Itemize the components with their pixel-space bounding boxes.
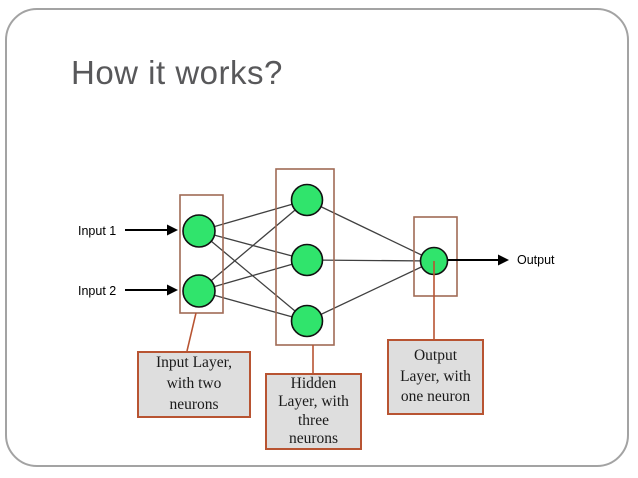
output-layer-rect bbox=[413, 216, 458, 297]
callout-input-line-1: Input Layer, bbox=[156, 354, 232, 372]
hidden-layer-rect bbox=[275, 168, 335, 346]
input-callout-connector bbox=[186, 312, 197, 352]
hidden-neuron-2 bbox=[290, 243, 324, 277]
input-neuron-1 bbox=[182, 214, 216, 248]
callout-hidden-line-3: three bbox=[298, 411, 329, 429]
connection-i2-h3 bbox=[198, 290, 308, 322]
hidden-neuron-3 bbox=[290, 304, 324, 338]
connection-i2-h2 bbox=[198, 259, 308, 292]
callout-output-line-3: one neuron bbox=[400, 388, 471, 406]
connection-h1-o1 bbox=[306, 199, 435, 262]
callout-hidden-line-1: Hidden bbox=[290, 374, 337, 392]
callout-hidden-line-2: Layer, with bbox=[278, 393, 349, 411]
connection-i1-h1 bbox=[198, 199, 308, 232]
input-2-label: Input 2 bbox=[78, 284, 116, 298]
callout-hidden-layer: Hidden Layer, with three neurons bbox=[265, 373, 362, 450]
input-1-arrowhead-icon bbox=[167, 224, 178, 236]
callout-output-layer: Output Layer, with one neuron bbox=[387, 339, 484, 415]
callout-output-line-2: Layer, with bbox=[400, 367, 471, 385]
output-label: Output bbox=[517, 253, 555, 267]
input-1-label: Input 1 bbox=[78, 224, 116, 238]
input-2-arrowhead-icon bbox=[167, 284, 178, 296]
output-arrowhead-icon bbox=[498, 254, 509, 266]
connection-i2-h1 bbox=[198, 199, 308, 292]
callout-output-line-1: Output bbox=[413, 346, 458, 364]
connection-h3-o1 bbox=[306, 260, 435, 322]
callout-input-line-3: neurons bbox=[169, 395, 219, 413]
callout-hidden-line-4: neurons bbox=[288, 429, 339, 447]
input-neuron-2 bbox=[182, 274, 216, 308]
slide-title: How it works? bbox=[71, 54, 283, 91]
hidden-neuron-1 bbox=[290, 183, 324, 217]
connection-h2-o1 bbox=[306, 259, 435, 262]
input-layer-rect bbox=[179, 194, 224, 314]
callout-input-layer: Input Layer, with two neurons bbox=[137, 351, 251, 418]
callout-input-line-2: with two bbox=[166, 375, 222, 393]
